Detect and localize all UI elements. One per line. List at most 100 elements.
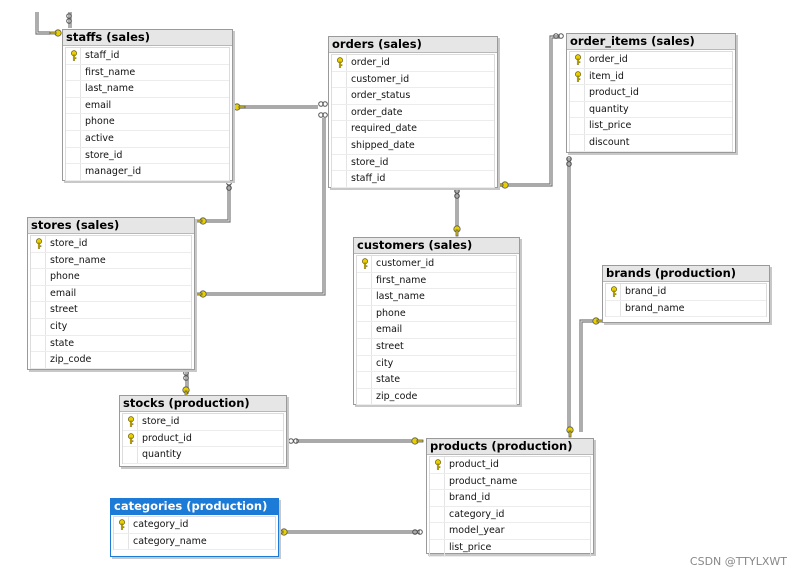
column-row[interactable]: email	[31, 286, 191, 303]
column-row[interactable]: store_id	[31, 236, 191, 253]
table-title: brands (production)	[603, 266, 769, 282]
column-row[interactable]: customer_id	[357, 256, 516, 273]
table-title: orders (sales)	[329, 37, 497, 53]
column-row[interactable]: discount	[570, 135, 732, 152]
column-row[interactable]: email	[357, 322, 516, 339]
primary-key-icon	[35, 238, 43, 249]
column-row[interactable]: phone	[357, 306, 516, 323]
column-row[interactable]: email	[66, 98, 229, 115]
one-end-key-icon	[453, 225, 461, 237]
column-name: category_name	[133, 535, 207, 547]
column-row[interactable]: zip_code	[31, 352, 191, 369]
column-name: staff_id	[85, 50, 120, 61]
column-row[interactable]: order_id	[570, 52, 732, 69]
column-row[interactable]: customer_id	[332, 72, 494, 89]
column-row[interactable]: state	[31, 336, 191, 353]
column-row[interactable]: active	[66, 131, 229, 148]
column-name: brand_id	[625, 286, 667, 297]
column-name: model_year	[449, 525, 505, 537]
column-row[interactable]: phone	[66, 114, 229, 131]
column-row[interactable]: product_name	[430, 474, 590, 491]
primary-key-icon	[434, 459, 442, 470]
column-name: discount	[589, 136, 630, 148]
column-row[interactable]: state	[357, 372, 516, 389]
table-brands[interactable]: brands (production) brand_id brand_name	[602, 265, 770, 323]
primary-key-icon	[361, 258, 369, 269]
column-row[interactable]: category_id	[430, 507, 590, 524]
column-row[interactable]: quantity	[123, 447, 283, 464]
column-row[interactable]: store_id	[332, 155, 494, 172]
column-row[interactable]: brand_name	[606, 301, 766, 318]
column-row[interactable]: phone	[31, 269, 191, 286]
column-row[interactable]: store_id	[66, 148, 229, 165]
one-end-key-icon	[182, 386, 190, 397]
rel-staffs-manager	[35, 12, 50, 35]
column-name: order_id	[351, 57, 390, 68]
column-row[interactable]: required_date	[332, 121, 494, 138]
column-name: product_id	[449, 459, 499, 470]
column-name: staff_id	[351, 173, 386, 185]
column-row[interactable]: staff_id	[332, 171, 494, 188]
column-row[interactable]: quantity	[570, 102, 732, 119]
column-row[interactable]: order_id	[332, 55, 494, 72]
column-row[interactable]: first_name	[357, 273, 516, 290]
column-row[interactable]: category_name	[114, 534, 275, 551]
column-name: store_id	[50, 238, 88, 249]
one-end-key-icon	[195, 217, 207, 225]
column-name: active	[85, 132, 114, 144]
column-row[interactable]: last_name	[66, 81, 229, 98]
column-row[interactable]: first_name	[66, 65, 229, 82]
column-row[interactable]: street	[357, 339, 516, 356]
column-row[interactable]: list_price	[430, 540, 590, 557]
column-name: state	[376, 374, 401, 386]
column-row[interactable]: manager_id	[66, 164, 229, 181]
column-row[interactable]: shipped_date	[332, 138, 494, 155]
primary-key-icon	[336, 57, 344, 68]
column-row[interactable]: category_id	[114, 517, 275, 534]
one-end-key-icon	[411, 437, 424, 445]
column-row[interactable]: product_id	[430, 457, 590, 474]
column-row[interactable]: staff_id	[66, 48, 229, 65]
table-title: stocks (production)	[120, 396, 286, 412]
column-name: last_name	[376, 291, 425, 303]
column-name: email	[376, 324, 403, 336]
column-name: last_name	[85, 83, 134, 95]
table-title: staffs (sales)	[63, 30, 232, 46]
column-name: product_id	[142, 432, 192, 444]
column-row[interactable]: zip_code	[357, 389, 516, 406]
column-row[interactable]: brand_id	[606, 284, 766, 301]
column-row[interactable]: order_date	[332, 105, 494, 122]
column-row[interactable]: street	[31, 302, 191, 319]
column-row[interactable]: product_id	[123, 431, 283, 448]
column-name: category_id	[449, 508, 505, 520]
column-name: phone	[85, 116, 115, 128]
column-row[interactable]: product_id	[570, 85, 732, 102]
column-row[interactable]: last_name	[357, 289, 516, 306]
column-row[interactable]: order_status	[332, 88, 494, 105]
column-row[interactable]: brand_id	[430, 490, 590, 507]
many-end-icon	[318, 112, 328, 118]
many-end-icon	[288, 438, 299, 444]
table-title: order_items (sales)	[567, 34, 735, 50]
column-row[interactable]: list_price	[570, 118, 732, 135]
column-row[interactable]: store_name	[31, 253, 191, 270]
column-row[interactable]: city	[31, 319, 191, 336]
column-row[interactable]: model_year	[430, 523, 590, 540]
column-name: phone	[376, 307, 406, 319]
column-name: order_status	[351, 90, 411, 102]
column-row[interactable]: item_id	[570, 69, 732, 86]
column-row[interactable]: store_id	[123, 414, 283, 431]
column-row[interactable]: city	[357, 356, 516, 373]
